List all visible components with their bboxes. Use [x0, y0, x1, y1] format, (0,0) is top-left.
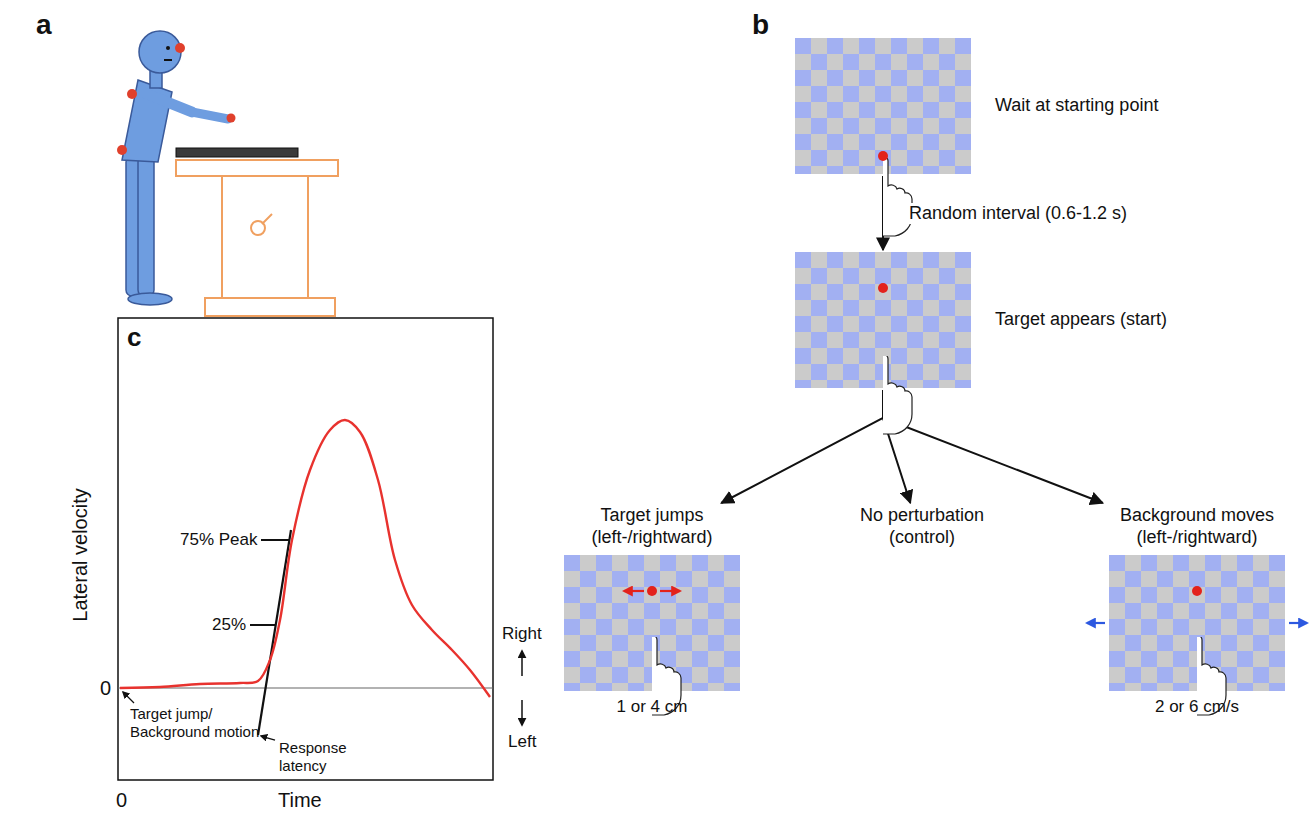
zero-line [118, 687, 493, 688]
velocity-curve [120, 420, 490, 697]
step-label: Wait at starting point [995, 95, 1158, 117]
condition-heading: Background moves (left-/rightward) [1113, 505, 1281, 549]
subject-illustration [0, 0, 360, 330]
tick-25 [250, 624, 276, 626]
direction-arrow [521, 700, 523, 725]
condition-node: No perturbation (control) [852, 505, 992, 549]
event-note: Target jump/ Background motion [130, 705, 270, 741]
tick-75 [261, 539, 289, 541]
condition-heading: Target jumps (left-/rightward) [585, 505, 720, 549]
hand [883, 356, 912, 434]
level-label: 25% [212, 615, 246, 635]
table-column [222, 176, 308, 298]
table-symbol [262, 214, 272, 224]
screen-illustration [1083, 555, 1311, 691]
panel-letter: a [36, 8, 52, 42]
jump-arrow [660, 590, 680, 592]
screen-illustration [795, 252, 971, 388]
panel-letter: b [752, 8, 769, 42]
direction-label: Right [502, 624, 542, 644]
axis-title: Time [278, 788, 322, 812]
target-dot [878, 283, 888, 293]
direction-arrow [521, 651, 523, 676]
touch-screen [176, 148, 298, 157]
condition-heading: No perturbation (control) [852, 505, 992, 549]
motion-arrow [1289, 622, 1307, 624]
marker-dot [127, 89, 137, 99]
target-dot [878, 151, 888, 161]
screen-node: Target jumps (left-/rightward) 1 or 4 cm [564, 505, 740, 718]
direction-label: Left [508, 732, 536, 752]
axis-title: Lateral velocity [68, 488, 92, 621]
interval-label: Random interval (0.6-1.2 s) [907, 203, 1129, 224]
screen-illustration [564, 555, 740, 691]
motion-arrow [1087, 622, 1105, 624]
flow-arrow [721, 390, 883, 503]
head [139, 31, 181, 73]
level-label: 75% Peak [180, 530, 258, 550]
checkerboard [795, 38, 971, 174]
axis-value: 0 [100, 676, 111, 700]
eye [166, 46, 170, 50]
event-note: Response latency [279, 739, 359, 775]
condition-amount: 2 or 6 cm/s [1155, 697, 1239, 718]
panel-letter: c [127, 322, 141, 353]
slope-line [258, 530, 291, 735]
velocity-graph [0, 0, 560, 820]
marker-dot [117, 145, 127, 155]
axis-value: 0 [116, 788, 127, 812]
foot [128, 293, 172, 305]
step-label: Target appears (start) [995, 309, 1167, 331]
table-top [176, 160, 338, 176]
upper-arm [142, 92, 192, 112]
table-base [205, 298, 335, 316]
screen-illustration [795, 38, 971, 174]
screen-node: Background moves (left-/rightward) 2 or 6… [1083, 505, 1311, 718]
flow-arrow [883, 390, 1103, 503]
target-dot [1192, 586, 1202, 596]
marker-dot [227, 114, 236, 123]
condition-amount: 1 or 4 cm [617, 697, 688, 718]
pointer-arrow [123, 692, 134, 703]
screen-node: Target appears (start) [795, 252, 1167, 388]
target-dot [647, 586, 657, 596]
marker-dot [175, 43, 185, 53]
graph-frame [118, 318, 493, 780]
pointer-arrow [261, 736, 275, 740]
table [176, 160, 338, 316]
motion-markers [117, 43, 236, 155]
leg [138, 156, 154, 296]
hand [883, 158, 912, 236]
jump-arrow [624, 590, 644, 592]
mouth [164, 59, 172, 61]
forearm [192, 112, 228, 119]
screen-node: Wait at starting point [795, 38, 1158, 174]
